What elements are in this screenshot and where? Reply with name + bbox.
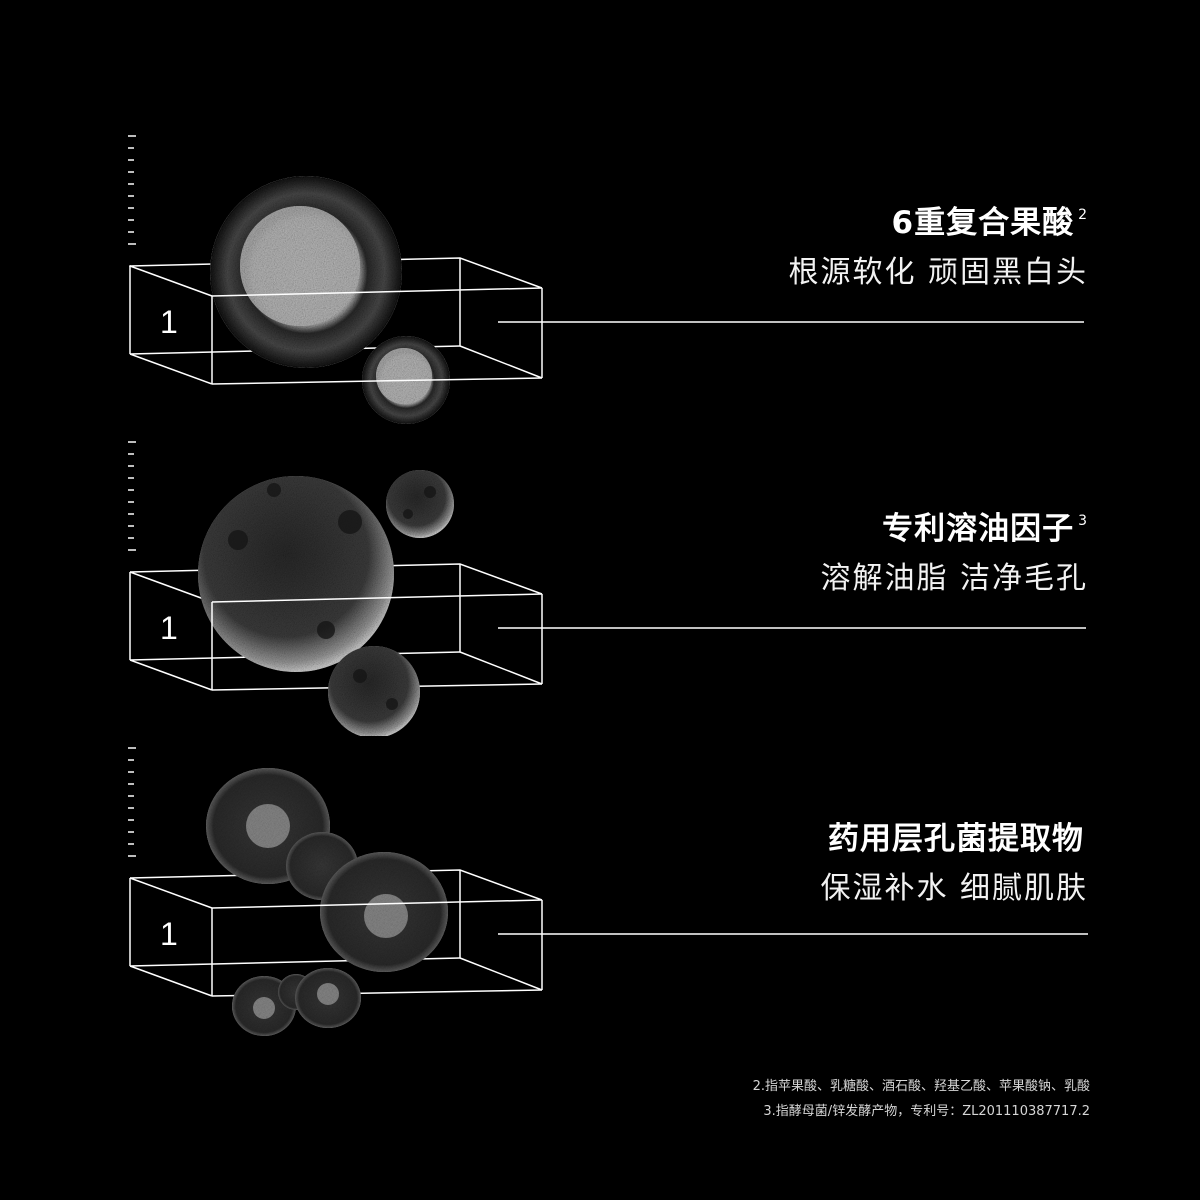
- footnote-marker: 2: [1078, 207, 1088, 223]
- footnote-2: 2.指苹果酸、乳糖酸、酒石酸、羟基乙酸、苹果酸钠、乳酸: [752, 1079, 1090, 1094]
- ingredient-illustration-1: [128, 135, 1084, 424]
- ingredient-title: 药用层孔菌提取物: [828, 824, 1088, 855]
- pitted-sphere-small-top: [386, 470, 454, 538]
- box-label: 1: [160, 610, 178, 646]
- fused-blob-small: [232, 968, 361, 1036]
- box-label: 1: [160, 916, 178, 952]
- ingredient-illustration-2: [128, 441, 1086, 736]
- ingredient-benefit: 溶解油脂 洁净毛孔: [820, 561, 1088, 596]
- pitted-sphere-large: [198, 476, 394, 672]
- pitted-sphere-small-bottom: [328, 646, 420, 736]
- footnotes: 2.指苹果酸、乳糖酸、酒石酸、羟基乙酸、苹果酸钠、乳酸 3.指酵母菌/锌发酵产物…: [753, 1074, 1090, 1124]
- ingredient-title-text: 专利溶油因子: [882, 511, 1075, 547]
- ingredient-illustration-3: [128, 747, 1088, 1036]
- ingredient-benefit: 根源软化 顽固黑白头: [788, 255, 1088, 290]
- footnote-3: 3.指酵母菌/锌发酵产物，专利号：ZL201110387717.2: [763, 1104, 1090, 1119]
- fused-blob-large: [206, 768, 448, 972]
- ingredient-title-text: 6重复合果酸: [891, 205, 1075, 241]
- ingredient-benefit: 保湿补水 细腻肌肤: [820, 871, 1088, 906]
- footnote-marker: 3: [1078, 513, 1088, 529]
- ruler-ticks: [128, 135, 136, 245]
- ring-sphere-large: [210, 176, 402, 368]
- box-label: 1: [160, 304, 178, 340]
- ingredient-title-text: 药用层孔菌提取物: [828, 821, 1084, 857]
- ingredient-section-3: 1 药用层孔菌提取物 保湿补水 细腻肌肤: [0, 736, 1200, 1042]
